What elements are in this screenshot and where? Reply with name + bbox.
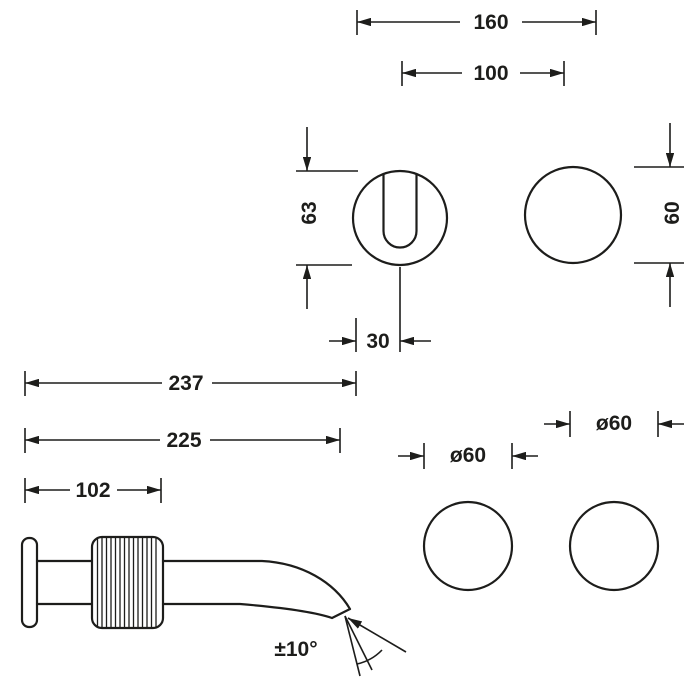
wall-escutcheon [20,536,39,629]
plan-view: ø60 ø60 [398,411,684,592]
dim-60-label: 60 [661,201,684,224]
side-view: 237 225 102 [20,371,407,677]
dim-237-label: 237 [168,372,203,395]
spout-outlet-front [382,172,418,249]
dim-diameter-left: ø60 [398,443,538,469]
swivel-angle-label: ±10° [274,638,317,661]
front-view: 160 100 63 60 [296,10,684,353]
dim-160: 160 [356,10,597,35]
dim-237: 237 [24,371,357,396]
dim-30: 30 [329,267,431,353]
flute-hatch [96,537,157,628]
handle-rosette-front [523,165,623,265]
handle-plan-left [422,500,514,592]
spout-outline [35,559,352,620]
collar-outline [90,535,165,630]
dim-diameter-right: ø60 [544,411,684,437]
dim-63-label: 63 [298,201,321,224]
swivel-angle-annotation: ±10° [274,615,407,677]
dim-160-label: 160 [473,11,508,34]
dim-102: 102 [24,478,162,503]
fluted-collar [90,535,165,630]
dim-225: 225 [24,428,341,453]
dim-60: 60 [634,123,684,307]
dim-100: 100 [401,61,565,86]
dim-100-label: 100 [473,62,508,85]
spout-rosette-front [351,169,449,267]
dim-102-label: 102 [75,479,110,502]
angle-leader-arrow [347,617,407,653]
handle-plan-right [568,500,660,592]
dim-diameter-left-label: ø60 [450,444,486,467]
dim-30-label: 30 [366,330,389,353]
angle-boundary-line [344,615,361,677]
dim-225-label: 225 [166,429,201,452]
dim-63: 63 [296,127,358,309]
angle-arc [356,649,383,665]
dim-diameter-right-label: ø60 [596,412,632,435]
